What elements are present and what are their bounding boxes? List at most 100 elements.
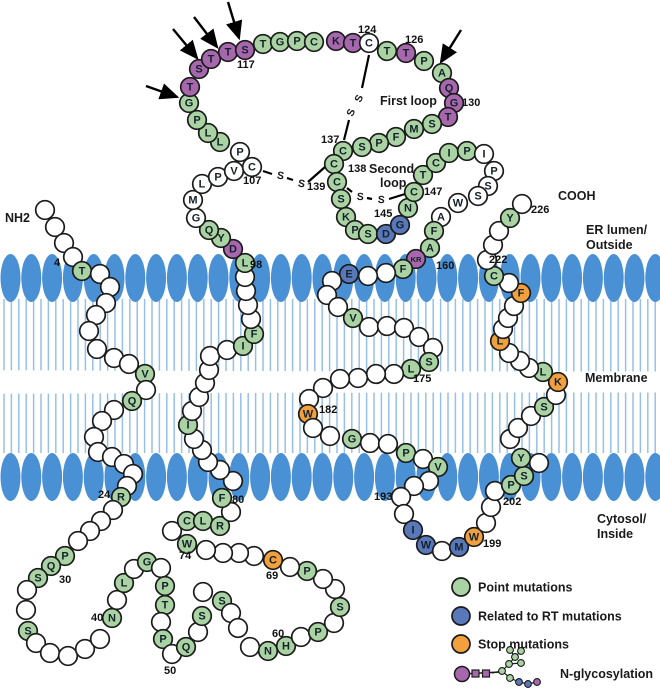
residue-circle	[53, 232, 75, 254]
residue-letter: S	[474, 191, 481, 203]
position-label: 130	[462, 97, 480, 109]
position-label: 124	[358, 24, 377, 36]
second-loop-label-line2: loop	[380, 176, 407, 190]
residue-letter: I	[241, 341, 244, 353]
residue-circle	[191, 605, 213, 627]
lipid-head	[458, 453, 479, 501]
residue-letter: R	[117, 492, 125, 504]
residue-circle	[402, 519, 424, 541]
residue-circle	[239, 636, 261, 658]
residue-letter: P	[293, 36, 300, 48]
residue-letter: N	[264, 646, 272, 658]
residue-circle	[290, 626, 312, 648]
residue-letter: M	[409, 124, 418, 136]
residue-circle	[375, 262, 397, 284]
residue-circle	[408, 326, 430, 348]
residue-letter: S	[24, 626, 31, 638]
residue-circle	[150, 611, 172, 633]
residue-circle	[86, 338, 108, 360]
position-label: 175	[413, 373, 431, 385]
er-lumen-label-line2: Outside	[586, 238, 633, 252]
position-label: 199	[483, 538, 501, 550]
residue-circle	[135, 379, 157, 401]
residue-letter: S	[198, 611, 205, 623]
residue-letter: S	[337, 194, 344, 206]
lipid-head	[603, 254, 624, 302]
residue-circle	[357, 265, 379, 287]
residue-circle	[186, 109, 208, 131]
residue-circle	[319, 425, 341, 447]
residue-circle	[375, 223, 397, 245]
glyco-purple-sugar	[533, 678, 541, 686]
position-label: 147	[424, 186, 442, 198]
residue-letter: S	[241, 45, 248, 57]
position-label: 139	[307, 181, 325, 193]
residue-circle	[347, 367, 369, 389]
membrane-label: Membrane	[585, 371, 648, 385]
residue-circle	[312, 568, 334, 590]
residue-letter: I	[186, 420, 189, 432]
legend-item-label: Stop mutations	[478, 638, 569, 652]
residue-letter: G	[192, 213, 201, 225]
residue-letter: P	[193, 115, 200, 127]
residue-letter: T	[225, 47, 232, 59]
residue-letter: C	[248, 162, 256, 174]
legend-item-label: Point mutations	[478, 581, 572, 595]
position-label: 137	[321, 134, 339, 146]
lipid-head	[42, 254, 63, 302]
residue-letter: C	[333, 177, 341, 189]
residue-circle	[303, 31, 325, 53]
residue-letter: T	[420, 170, 427, 182]
lipid-head	[624, 453, 645, 501]
residue-circle	[192, 581, 214, 603]
residue-circle	[510, 447, 532, 469]
lipid-head	[624, 254, 645, 302]
cytosol-label-line2: Inside	[597, 527, 633, 541]
residue-letter: P	[375, 138, 382, 150]
residue-circle	[211, 487, 233, 509]
residue-letter: P	[303, 566, 310, 578]
residue-circle	[376, 315, 398, 337]
lipid-head	[354, 453, 375, 501]
residue-circle	[447, 192, 469, 214]
residue-letter: L	[497, 336, 504, 348]
residue-letter: W	[453, 198, 464, 210]
residue-letter: S	[336, 602, 343, 614]
position-label: 40	[91, 612, 103, 624]
position-label: 69	[266, 570, 278, 582]
glyco-green-sugar	[498, 667, 506, 675]
residue-circle	[200, 48, 222, 70]
residue-letter: N	[108, 613, 116, 625]
position-label: 4	[54, 257, 61, 269]
residue-circle	[547, 371, 569, 393]
lipid-head	[146, 254, 167, 302]
residue-circle	[351, 136, 373, 158]
residue-circle	[113, 572, 135, 594]
residue-circle	[227, 617, 249, 639]
residue-circle	[44, 216, 66, 238]
residue-letter: P	[351, 225, 358, 237]
cytosol-label-line1: Cytosol/	[597, 512, 647, 526]
residue-letter: T	[445, 112, 452, 124]
residue-letter: C	[365, 38, 373, 50]
lipid-head	[166, 254, 187, 302]
lipid-head	[645, 453, 660, 501]
residue-letter: T	[162, 600, 169, 612]
legend-swatch-stop	[451, 634, 471, 654]
lipid-head	[21, 254, 42, 302]
residue-circle	[377, 433, 399, 455]
disulfide-s-letter: S	[377, 194, 385, 207]
disulfide-bond-line	[366, 196, 373, 201]
residue-letter: A	[438, 68, 446, 80]
position-label: 117	[237, 59, 255, 71]
position-label: 74	[179, 550, 192, 562]
lipid-head	[645, 254, 660, 302]
residue-circle	[499, 207, 521, 229]
residue-letter: C	[183, 516, 191, 528]
residue-circle	[528, 452, 550, 474]
lipid-head	[166, 453, 187, 501]
lipid-head	[374, 453, 395, 501]
residue-letter: L	[217, 137, 224, 149]
